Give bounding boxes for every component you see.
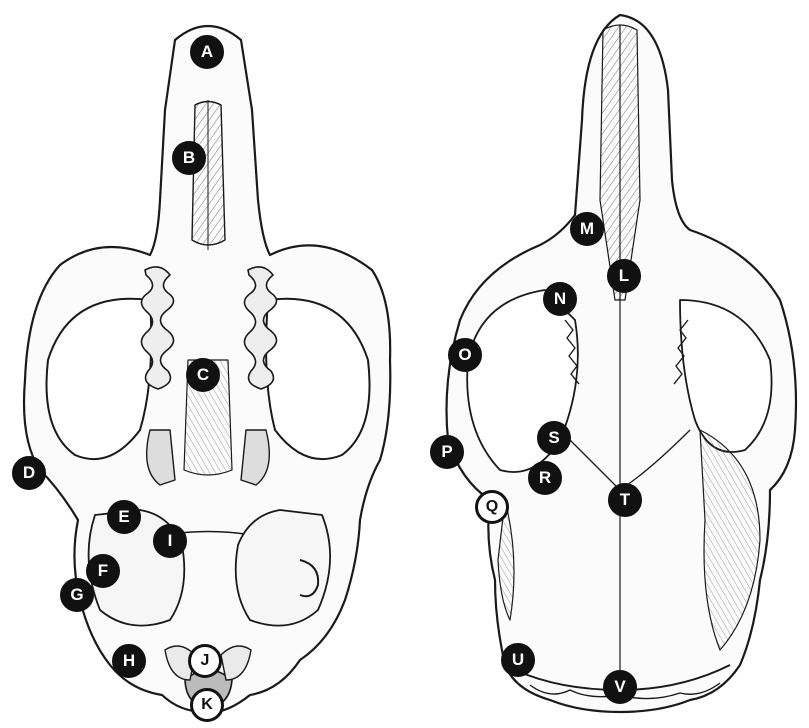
label-marker-r: R [528, 461, 562, 495]
label-marker-q: Q [475, 490, 509, 524]
label-marker-v: V [603, 670, 637, 704]
ventral-right-bulla [236, 510, 330, 626]
label-marker-u: U [501, 643, 535, 677]
label-marker-n: N [543, 282, 577, 316]
label-marker-b: B [172, 141, 206, 175]
label-marker-m: M [570, 212, 604, 246]
skull-dorsal-view [447, 15, 797, 712]
label-marker-h: H [112, 644, 146, 678]
label-marker-t: T [608, 483, 642, 517]
label-marker-c: C [186, 358, 220, 392]
label-marker-a: A [190, 35, 224, 69]
label-marker-f: F [86, 554, 120, 588]
label-marker-o: O [448, 338, 482, 372]
label-marker-g: G [60, 578, 94, 612]
label-marker-e: E [107, 500, 141, 534]
label-marker-j: J [188, 644, 222, 678]
label-marker-d: D [12, 456, 46, 490]
label-marker-k: K [190, 688, 224, 722]
label-marker-i: I [153, 524, 187, 558]
label-marker-s: S [537, 421, 571, 455]
label-marker-p: P [430, 435, 464, 469]
label-marker-l: L [607, 259, 641, 293]
